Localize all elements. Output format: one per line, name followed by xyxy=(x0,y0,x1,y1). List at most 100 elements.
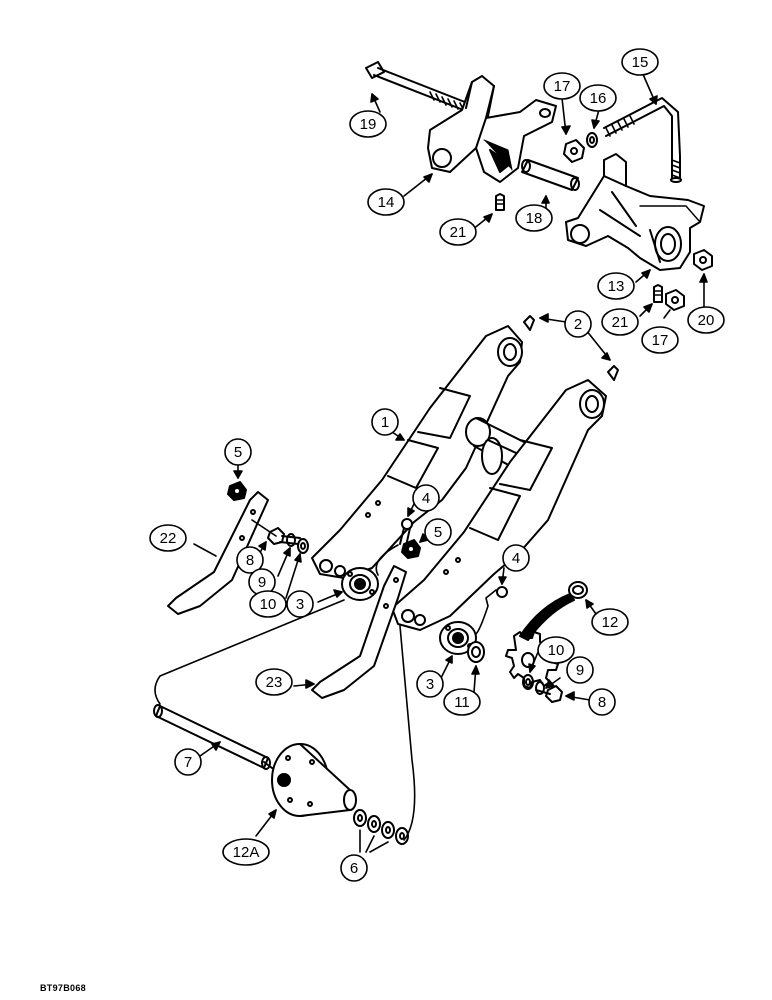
washers-6 xyxy=(353,809,409,845)
svg-text:11: 11 xyxy=(454,694,470,711)
svg-text:10: 10 xyxy=(260,596,277,613)
bearing-3-right xyxy=(439,621,477,655)
svg-text:21: 21 xyxy=(612,314,629,331)
svg-text:12A: 12A xyxy=(233,844,260,861)
svg-text:18: 18 xyxy=(526,210,543,227)
svg-text:5: 5 xyxy=(434,524,442,541)
callout-15: 15 xyxy=(621,48,659,76)
washer-9-upper xyxy=(286,533,296,547)
callout-11: 11 xyxy=(443,688,481,716)
callout-8-upper: 8 xyxy=(236,546,264,574)
washer-16 xyxy=(586,132,598,148)
nut-5-upper xyxy=(227,481,247,501)
svg-text:17: 17 xyxy=(652,332,669,349)
svg-text:3: 3 xyxy=(296,596,304,613)
callout-4-upper: 4 xyxy=(412,484,440,512)
callout-21-upper: 21 xyxy=(439,218,477,246)
svg-text:10: 10 xyxy=(548,642,565,659)
svg-text:22: 22 xyxy=(160,530,177,547)
svg-text:6: 6 xyxy=(350,860,358,877)
svg-text:19: 19 xyxy=(360,116,377,133)
bolt-8-lower xyxy=(535,685,563,703)
svg-text:9: 9 xyxy=(576,662,584,679)
washer-10-upper xyxy=(297,538,309,554)
grease-fitting-21-right xyxy=(653,284,663,303)
callout-2: 2 xyxy=(564,310,592,338)
lift-arm-left xyxy=(311,325,523,579)
callout-12: 12 xyxy=(591,608,629,636)
lift-arm-right xyxy=(391,379,607,631)
svg-text:3: 3 xyxy=(426,676,434,693)
svg-text:2: 2 xyxy=(574,316,582,333)
svg-text:13: 13 xyxy=(608,278,625,295)
shaft-7 xyxy=(153,704,271,770)
callout-14: 14 xyxy=(367,188,405,216)
svg-text:4: 4 xyxy=(512,550,520,567)
nut-17-lower xyxy=(665,289,685,311)
callout-4-lower: 4 xyxy=(502,544,530,572)
nut-17-upper xyxy=(563,139,585,163)
grease-fitting-2-right xyxy=(607,365,619,381)
spindle-hub-12A xyxy=(263,743,357,817)
leader-lines xyxy=(193,71,708,853)
bracket-14 xyxy=(427,75,557,183)
svg-text:9: 9 xyxy=(258,574,266,591)
bearing-3-left xyxy=(341,567,379,601)
callout-9-lower: 9 xyxy=(566,656,594,684)
chain-segment xyxy=(519,593,575,641)
svg-text:8: 8 xyxy=(246,552,254,569)
bolt-4-lower xyxy=(475,586,508,635)
callout-17-lower: 17 xyxy=(641,326,679,354)
callout-6: 6 xyxy=(340,854,368,882)
callout-13: 13 xyxy=(597,272,635,300)
callout-8-lower: 8 xyxy=(588,688,616,716)
svg-text:5: 5 xyxy=(234,444,242,461)
callout-19: 19 xyxy=(349,110,387,138)
callout-3-left: 3 xyxy=(286,590,314,618)
callout-21-lower: 21 xyxy=(601,308,639,336)
callout-22: 22 xyxy=(149,524,187,552)
callout-10-lower: 10 xyxy=(537,636,575,664)
bolt-4-upper xyxy=(375,518,413,576)
hub-12 xyxy=(568,581,588,599)
svg-text:16: 16 xyxy=(590,90,607,107)
grease-fitting-2-left xyxy=(523,315,535,331)
figure-code: BT97B068 xyxy=(40,983,86,993)
svg-text:15: 15 xyxy=(632,54,649,71)
callout-12A: 12A xyxy=(222,838,270,866)
callout-9-upper: 9 xyxy=(248,568,276,596)
callout-1: 1 xyxy=(371,408,399,436)
svg-text:21: 21 xyxy=(450,224,467,241)
svg-text:14: 14 xyxy=(378,194,395,211)
svg-text:20: 20 xyxy=(698,312,715,329)
callout-5-upper: 5 xyxy=(224,438,252,466)
callout-16: 16 xyxy=(579,84,617,112)
long-bolt-19 xyxy=(365,61,471,112)
callout-20: 20 xyxy=(687,306,725,334)
callout-7: 7 xyxy=(174,748,202,776)
svg-text:4: 4 xyxy=(422,490,430,507)
callout-10-upper: 10 xyxy=(249,590,287,618)
bracket-13 xyxy=(565,153,705,271)
svg-text:8: 8 xyxy=(598,694,606,711)
nut-5-lower xyxy=(401,539,421,559)
svg-text:17: 17 xyxy=(554,78,571,95)
blade-23 xyxy=(311,565,407,699)
spacer-tube-18 xyxy=(521,159,580,191)
svg-text:23: 23 xyxy=(266,674,283,691)
nut-20 xyxy=(693,249,713,271)
grease-fitting-21-left xyxy=(495,193,505,211)
bent-rod-15 xyxy=(603,97,682,183)
blade-22 xyxy=(167,491,269,615)
bushing-11 xyxy=(467,641,485,663)
washer-10-lower xyxy=(522,674,534,690)
svg-text:7: 7 xyxy=(184,754,192,771)
callout-17-upper: 17 xyxy=(543,72,581,100)
washer-9-lower xyxy=(535,681,545,695)
callout-18: 18 xyxy=(515,204,553,232)
callout-23: 23 xyxy=(255,668,293,696)
callout-5-lower: 5 xyxy=(424,518,452,546)
callout-3-right: 3 xyxy=(416,670,444,698)
assembly-lines xyxy=(154,519,416,841)
